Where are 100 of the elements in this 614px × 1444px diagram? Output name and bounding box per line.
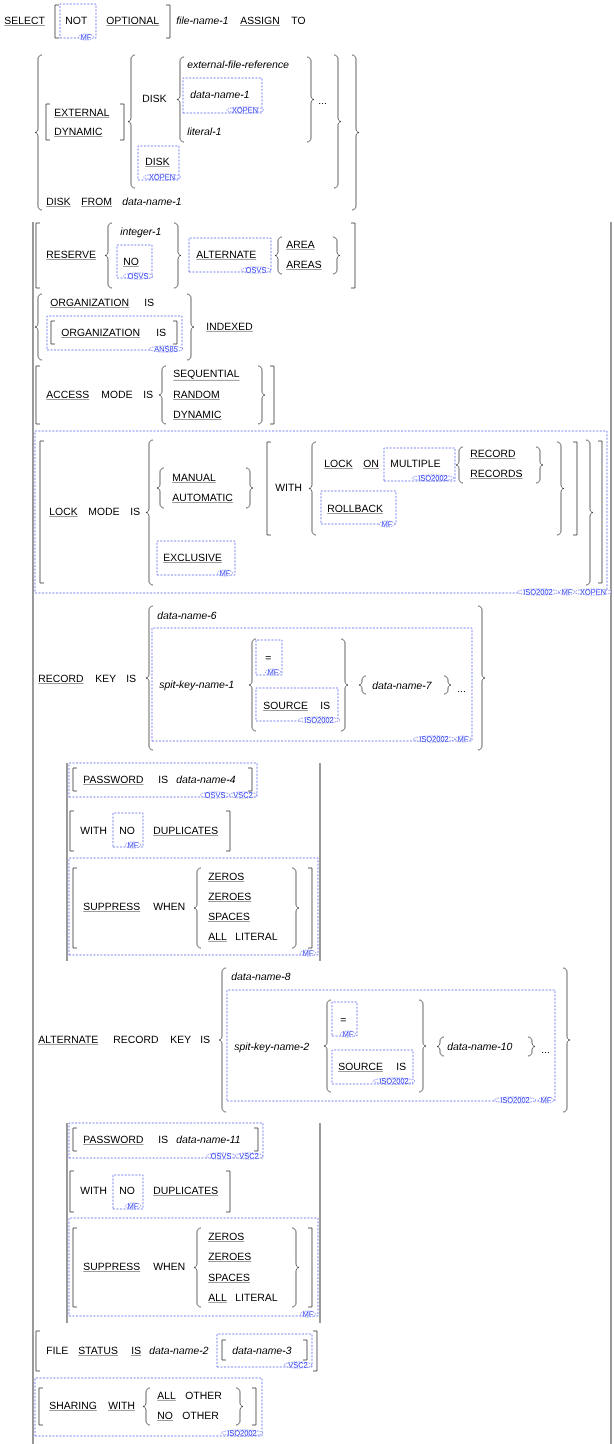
word: FILE [47,1346,68,1354]
keyword: PASSWORD [83,775,144,785]
word: WITH [275,483,302,491]
keyword: SUPPRESS [83,1262,141,1272]
word: IS [127,674,136,683]
keyword: SUPPRESS [83,902,141,912]
keyword: ACCESS [46,390,90,400]
word: IS [321,701,330,710]
word: IS [157,328,166,337]
keyword: RESERVE [46,250,97,260]
keyword: LOCK [324,459,353,469]
word: RECORD [114,1035,158,1044]
variable-name: data-name-2 [149,1346,209,1355]
word: WHEN [153,1262,185,1270]
word: IS [397,1062,406,1071]
keyword: RANDOM [173,390,220,400]
word: IS [144,390,153,399]
variable-name: data-name-11 [176,1135,240,1144]
keyword: DUPLICATES [153,826,219,836]
keyword: DYNAMIC [173,410,222,420]
word: TO [291,16,306,25]
variable-name: data-name-4 [176,775,236,784]
word: IS [131,507,140,516]
variable-name: file-name-1 [176,16,228,25]
word: = [340,1017,346,1022]
word: KEY [171,1035,191,1043]
variable-name: literal-1 [187,127,221,136]
word: DISK [143,94,167,103]
keyword: OPTIONAL [106,16,160,26]
word: NOT [66,16,88,25]
keyword: SPACES [208,912,251,922]
word: KEY [96,674,116,682]
keyword: EXCLUSIVE [163,553,223,563]
keyword: RECORD [38,674,84,684]
keyword: ZEROES [208,1252,252,1262]
word: IS [159,775,168,784]
keyword: AUTOMATIC [172,493,234,503]
keyword: SPACES [208,1273,251,1283]
word: NO [120,826,135,835]
keyword: ALL [157,1391,176,1401]
word: IS [159,1135,168,1144]
word: WITH [80,1186,107,1194]
keyword: LOCK [49,507,78,517]
keyword: DISK [145,157,170,167]
ellipsis: ... [458,690,465,692]
keyword: AREAS [286,260,322,270]
word: LITERAL [236,932,278,940]
keyword: STATUS [78,1346,119,1356]
keyword: INDEXED [206,322,253,332]
keyword: RECORDS [470,469,523,479]
variable-name: data-name-8 [231,972,291,981]
keyword: ALTERNATE [196,250,257,260]
keyword: EXTERNAL [54,108,110,118]
keyword: ZEROS [208,872,245,882]
keyword: ALTERNATE [38,1035,99,1045]
variable-name: data-name-1 [190,90,249,99]
word: IS [145,298,154,307]
keyword: NO [123,257,140,267]
keyword: DISK [46,197,71,207]
keyword: ALL [208,1293,227,1303]
variable-name: spit-key-name-2 [234,1042,309,1053]
keyword: FROM [81,197,113,207]
variable-name: data-name-6 [157,611,217,620]
keyword: ZEROS [208,1232,245,1242]
word: MODE [89,507,120,516]
keyword: IS [131,1346,142,1356]
keyword: MANUAL [172,473,216,483]
word: OTHER [185,1391,222,1400]
word: WITH [80,826,107,834]
word: MODE [102,390,133,399]
keyword: ORGANIZATION [50,298,130,308]
keyword: DYNAMIC [54,127,103,137]
word: MULTIPLE [391,459,441,468]
word: IS [201,1035,210,1044]
keyword: DUPLICATES [153,1186,219,1196]
keyword: AREA [286,240,315,250]
ellipsis: ... [319,102,326,104]
keyword: ORGANIZATION [61,328,141,338]
keyword: ASSIGN [240,16,280,26]
keyword: PASSWORD [83,1135,144,1145]
word: WHEN [153,902,185,910]
keyword: NO [157,1411,174,1421]
keyword: SOURCE [263,701,309,711]
word: LITERAL [236,1293,278,1301]
variable-name: data-name-7 [372,681,432,690]
variable-name: external-file-reference [187,60,289,69]
variable-name: data-name-3 [232,1346,292,1355]
keyword: ZEROES [208,892,252,902]
word: = [265,655,271,660]
ellipsis: ... [542,1051,549,1053]
keyword: WITH [108,1401,136,1411]
variable-name: data-name-1 [122,197,181,206]
word: NO [120,1186,135,1195]
keyword: ALL [208,932,227,942]
keyword: RECORD [470,449,516,459]
variable-name: integer-1 [120,227,161,238]
keyword: ON [363,459,380,469]
keyword: SHARING [49,1401,98,1411]
keyword: SELECT [4,16,46,26]
variable-name: data-name-10 [447,1042,513,1051]
